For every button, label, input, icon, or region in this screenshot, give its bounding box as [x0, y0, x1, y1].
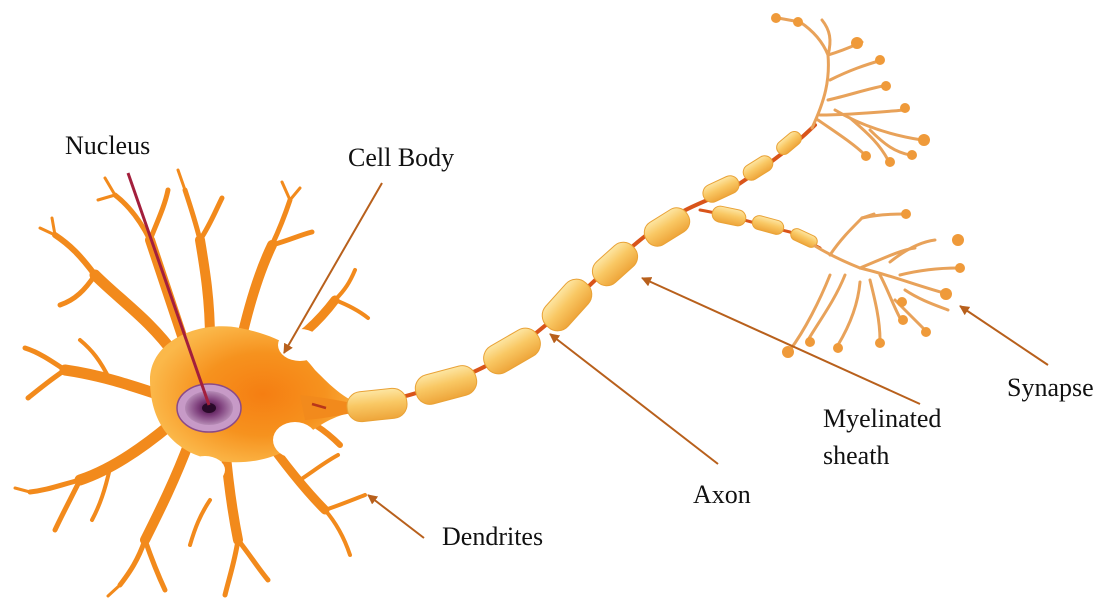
terminal-bulb — [955, 263, 965, 273]
terminal-bulb — [782, 346, 794, 358]
terminal-bulb — [918, 134, 930, 146]
label-nucleus: Nucleus — [65, 131, 150, 160]
nucleus — [177, 384, 241, 432]
axon-terminals-lower — [790, 214, 958, 350]
terminal-bulb — [875, 338, 885, 348]
terminal-bulb — [861, 151, 871, 161]
terminal-bulb — [851, 37, 863, 49]
terminal-bulb — [793, 17, 803, 27]
terminal-bulb — [885, 157, 895, 167]
terminal-bulb — [952, 234, 964, 246]
label-myelinated-line1: Myelinated — [823, 404, 941, 433]
terminal-bulb — [898, 315, 908, 325]
myelin-segment — [346, 387, 409, 423]
terminal-bulb — [921, 327, 931, 337]
terminal-bulb — [940, 288, 952, 300]
terminal-bulb — [805, 337, 815, 347]
label-myelinated-line2: sheath — [823, 441, 889, 470]
myelin-segment — [412, 362, 480, 407]
terminal-bulb — [901, 209, 911, 219]
dendrites-pointer-arrow — [368, 495, 424, 538]
synapse-pointer-arrow — [960, 306, 1048, 365]
terminal-bulb — [897, 297, 907, 307]
myelin-segment — [700, 173, 742, 205]
terminal-bulb — [881, 81, 891, 91]
terminal-bulb — [900, 103, 910, 113]
terminal-bulb — [771, 13, 781, 23]
myelin-segment — [711, 205, 748, 228]
terminal-bulb — [875, 55, 885, 65]
myelin-segment — [751, 214, 786, 236]
label-axon: Axon — [693, 480, 751, 509]
axon-pointer-arrow — [550, 334, 718, 464]
label-synapse: Synapse — [1007, 373, 1094, 402]
label-dendrites: Dendrites — [442, 522, 543, 551]
cell-body-pointer-arrow — [284, 183, 382, 353]
terminal-bulb — [907, 150, 917, 160]
label-cell-body: Cell Body — [348, 143, 454, 172]
terminal-bulb — [833, 343, 843, 353]
myelin-segment — [774, 129, 804, 158]
